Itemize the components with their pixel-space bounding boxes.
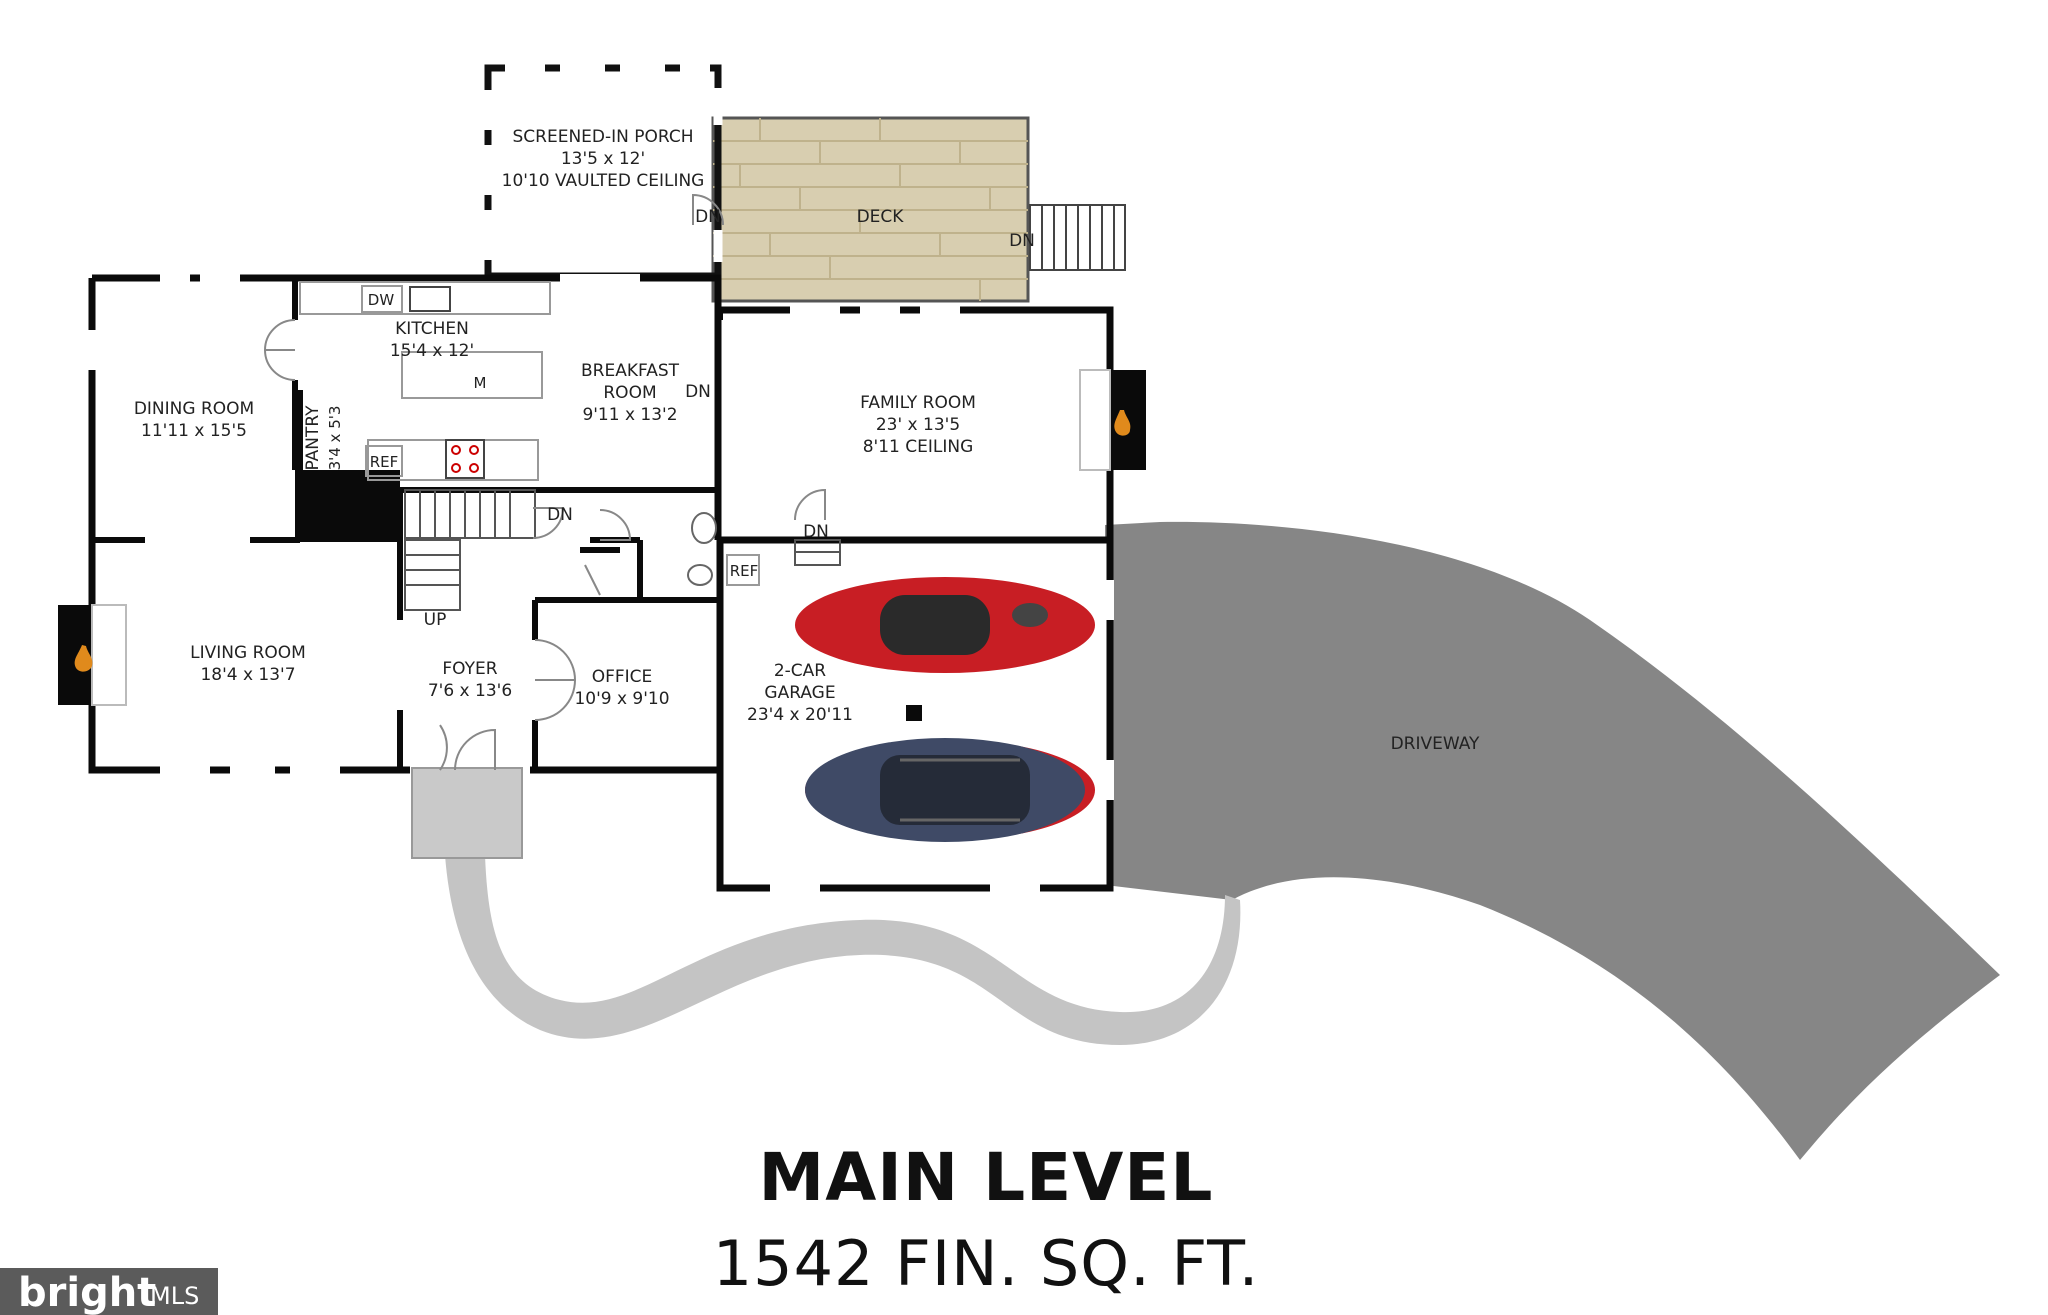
refrigerator <box>365 445 403 477</box>
pantry-wall <box>295 390 303 470</box>
fixture-labels: DW REF M REF UP DN DN DN DN DN <box>368 207 1035 630</box>
pantry-dims: 3'4 x 5'3 <box>326 406 344 471</box>
plan-title: MAIN LEVEL <box>759 1139 1214 1216</box>
pantry-wall-block <box>295 470 400 542</box>
living-fireplace <box>58 604 127 706</box>
flame-icon <box>1114 410 1131 436</box>
blue-car <box>805 738 1095 842</box>
windows <box>88 274 1114 892</box>
walkway-path <box>445 855 1241 1045</box>
breakfast-name-2: ROOM <box>603 383 656 403</box>
deck-name: DECK <box>857 207 905 227</box>
dining-dims: 11'11 x 15'5 <box>141 421 247 441</box>
foyer-dims: 7'6 x 13'6 <box>428 681 512 701</box>
deck-area <box>711 116 1030 303</box>
office-name: OFFICE <box>592 667 653 687</box>
dn-label-deck: DN <box>1009 231 1035 251</box>
dw-label: DW <box>368 291 395 309</box>
sink-icon <box>409 286 451 312</box>
flame-icon <box>74 645 93 672</box>
kitchen-name: KITCHEN <box>395 319 469 339</box>
garage-post <box>906 705 922 721</box>
pantry-label: PANTRY <box>303 405 323 471</box>
deck-stairs <box>1029 204 1126 271</box>
dn-label-garage: DN <box>803 522 829 542</box>
driveway-name: DRIVEWAY <box>1391 734 1480 754</box>
up-label: UP <box>424 610 447 630</box>
door-swings <box>263 193 826 771</box>
kitchen-fixtures <box>299 281 760 586</box>
micro-label: M <box>474 374 487 392</box>
driveway-area <box>1105 521 2000 1160</box>
garage-ref-label: REF <box>730 562 759 580</box>
breakfast-dims: 9'11 x 13'2 <box>582 405 677 425</box>
front-stoop <box>411 767 523 859</box>
garage-dims: 23'4 x 20'11 <box>747 705 853 725</box>
family-fireplace <box>1079 369 1146 471</box>
porch-dims: 13'5 x 12' <box>561 149 645 169</box>
family-name: FAMILY ROOM <box>860 393 976 413</box>
logo-suffix: MLS <box>150 1282 199 1310</box>
porch-name: SCREENED-IN PORCH <box>512 127 693 147</box>
porch-note: 10'10 VAULTED CEILING <box>502 171 705 191</box>
garage-name-1: 2-CAR <box>774 661 826 681</box>
main-stairs <box>404 489 841 611</box>
garage-fridge <box>726 554 760 586</box>
dishwasher <box>361 285 403 313</box>
living-dims: 18'4 x 13'7 <box>200 665 295 685</box>
dining-name: DINING ROOM <box>134 399 254 419</box>
dn-label-porch: DN <box>695 207 721 227</box>
living-name: LIVING ROOM <box>190 643 306 663</box>
dn-label-breakfast: DN <box>685 382 711 402</box>
family-note: 8'11 CEILING <box>863 437 974 457</box>
garage-name-2: GARAGE <box>764 683 835 703</box>
family-dims: 23' x 13'5 <box>876 415 960 435</box>
red-car <box>795 577 1095 673</box>
breakfast-name-1: BREAKFAST <box>581 361 680 381</box>
dn-label-stairs: DN <box>547 505 573 525</box>
room-labels: SCREENED-IN PORCH 13'5 x 12' 10'10 VAULT… <box>134 127 1480 754</box>
bright-mls-logo: bright MLS <box>0 1268 218 1315</box>
plan-subtitle: 1542 FIN. SQ. FT. <box>713 1227 1260 1300</box>
range-icon <box>445 439 485 479</box>
foyer-name: FOYER <box>442 659 497 679</box>
powder-room <box>687 512 717 586</box>
ref-label: REF <box>370 453 399 471</box>
kitchen-dims: 15'4 x 12' <box>390 341 474 361</box>
logo-word: bright <box>18 1270 156 1315</box>
office-dims: 10'9 x 9'10 <box>574 689 669 709</box>
